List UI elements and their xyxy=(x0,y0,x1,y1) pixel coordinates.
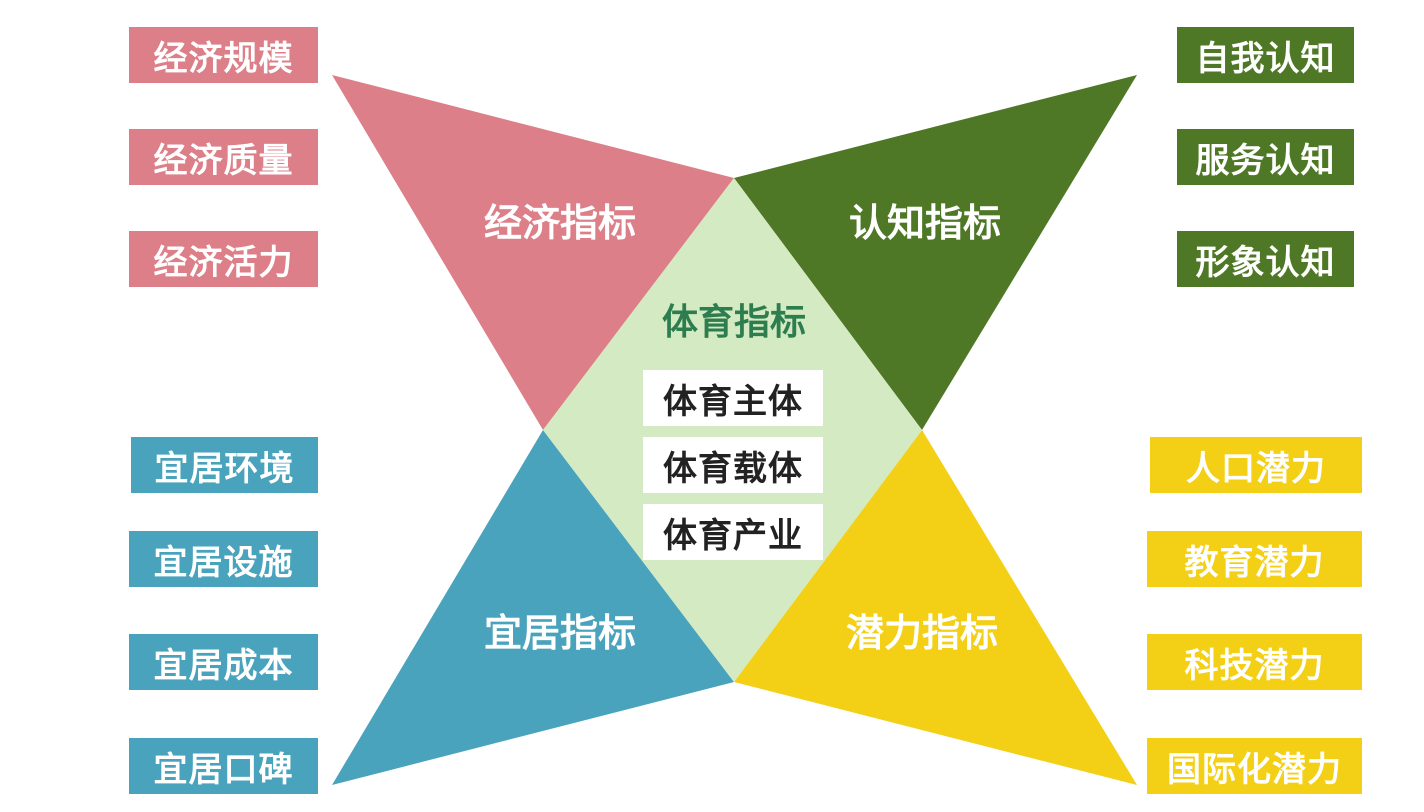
economy-item-2: 经济活力 xyxy=(129,231,318,287)
livability-label: 宜居指标 xyxy=(484,611,636,655)
sports-item-0: 体育主体 xyxy=(643,370,823,426)
livability-item-2: 宜居成本 xyxy=(129,634,318,690)
cognition-item-0: 自我认知 xyxy=(1177,27,1354,83)
potential-item-1: 教育潜力 xyxy=(1147,531,1362,587)
potential-item-0: 人口潜力 xyxy=(1150,437,1362,493)
cognition-item-2: 形象认知 xyxy=(1177,231,1354,287)
potential-triangle xyxy=(734,430,1137,785)
livability-triangle xyxy=(332,430,734,785)
potential-label: 潜力指标 xyxy=(846,611,998,655)
economy-item-0: 经济规模 xyxy=(129,27,318,83)
cognition-triangle xyxy=(734,75,1137,430)
economy-label: 经济指标 xyxy=(484,201,636,245)
economy-item-1: 经济质量 xyxy=(129,129,318,185)
potential-item-2: 科技潜力 xyxy=(1147,634,1362,690)
sports-diamond xyxy=(543,178,922,682)
livability-item-1: 宜居设施 xyxy=(129,531,318,587)
cognition-item-1: 服务认知 xyxy=(1177,129,1354,185)
cognition-label: 认知指标 xyxy=(849,201,1001,245)
sports-title: 体育指标 xyxy=(662,302,806,343)
livability-item-3: 宜居口碑 xyxy=(129,738,318,794)
sports-item-2: 体育产业 xyxy=(643,504,823,560)
economy-triangle xyxy=(332,75,734,430)
potential-item-3: 国际化潜力 xyxy=(1147,738,1362,794)
sports-item-1: 体育载体 xyxy=(643,437,823,493)
livability-item-0: 宜居环境 xyxy=(131,437,318,493)
